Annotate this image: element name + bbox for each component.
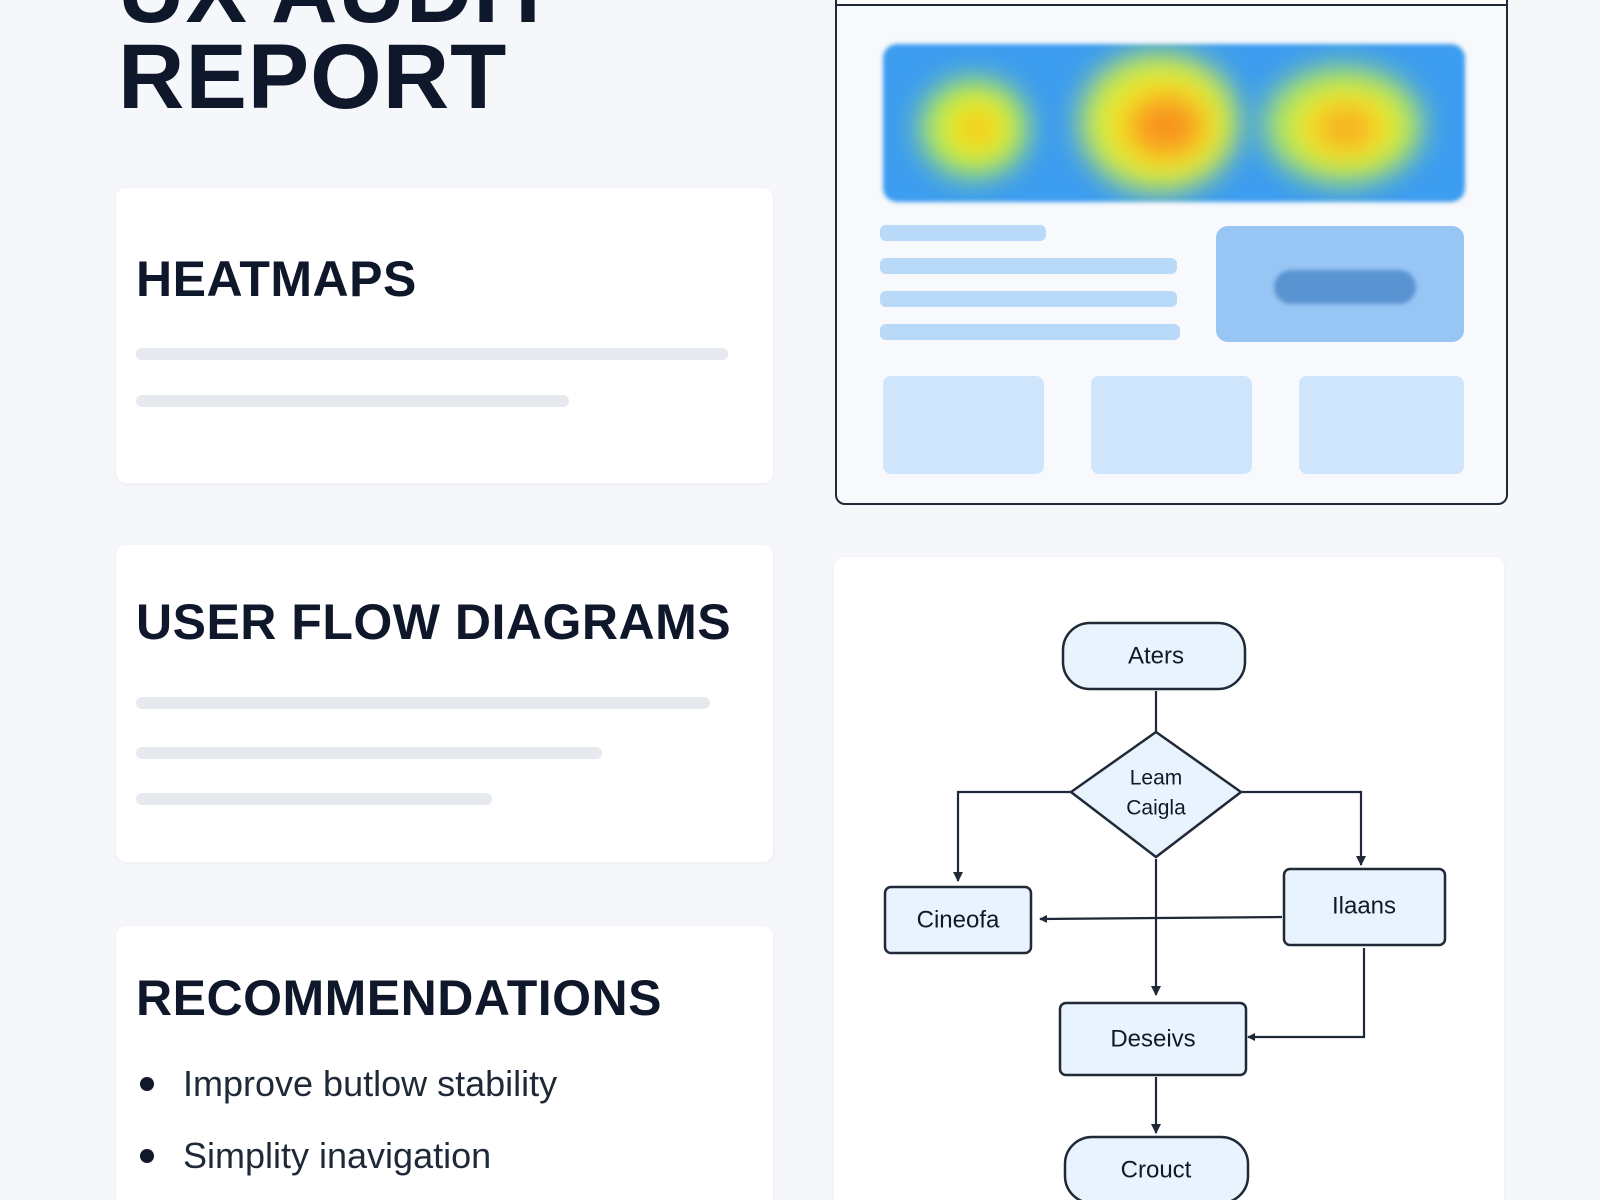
flow-node-start-label: Aters xyxy=(1128,642,1184,669)
user-flow-card: USER FLOW DIAGRAMS xyxy=(116,545,773,862)
mockup-text-line xyxy=(880,258,1177,274)
mockup-browser-bar xyxy=(837,0,1506,6)
recommendation-label: Simplity inavigation xyxy=(183,1135,492,1176)
flow-connector xyxy=(1240,790,1366,866)
heatmap-hero-area xyxy=(883,44,1465,202)
flow-node-start: Aters xyxy=(1061,621,1247,691)
recommendation-item: Improve butlow stability xyxy=(136,1066,557,1138)
heat-spot xyxy=(1129,96,1203,156)
heatmap-mockup xyxy=(835,0,1508,505)
skeleton-text-line xyxy=(136,348,728,360)
mockup-tile xyxy=(883,376,1044,474)
mockup-text-line xyxy=(880,225,1046,241)
flow-connector xyxy=(953,790,1072,882)
recommendation-item: Simplity inavigation xyxy=(136,1138,557,1200)
flow-node-left: Cineofa xyxy=(883,885,1033,955)
skeleton-text-line xyxy=(136,697,710,709)
mockup-cta-block xyxy=(1216,226,1464,342)
mockup-text-line xyxy=(880,291,1177,307)
recommendations-card: RECOMMENDATIONS Improve butlow stability… xyxy=(116,926,773,1200)
bullet-icon xyxy=(140,1077,154,1091)
skeleton-text-line xyxy=(136,793,492,805)
mockup-text-line xyxy=(880,324,1180,340)
flow-node-decision-label-1: Leam xyxy=(1130,767,1183,790)
flow-node-right: Ilaans xyxy=(1282,867,1447,947)
flow-connector xyxy=(1247,948,1366,1041)
bullet-icon xyxy=(140,1149,154,1163)
flow-diagram: Aters Leam Caigla Cineofa Ilaans Des xyxy=(883,621,1447,1200)
skeleton-text-line xyxy=(136,395,569,407)
flow-node-end: Crouct xyxy=(1063,1135,1250,1200)
recommendation-label: Improve butlow stability xyxy=(183,1063,558,1104)
heatmaps-heading: HEATMAPS xyxy=(136,251,417,307)
skeleton-text-line xyxy=(136,747,602,759)
report-title-line-2: REPORT xyxy=(118,26,508,128)
flow-node-decision: Leam Caigla xyxy=(1068,730,1244,859)
recommendations-list: Improve butlow stability Simplity inavig… xyxy=(136,1066,557,1200)
mockup-cta-button xyxy=(1274,270,1416,304)
heat-spot xyxy=(1315,106,1377,150)
flow-connector xyxy=(1039,914,1283,923)
report-title: UX AUDIT REPORT xyxy=(118,0,557,128)
flow-node-middle-label: Deseivs xyxy=(1110,1025,1195,1052)
mockup-tile xyxy=(1299,376,1464,474)
heatmaps-card: HEATMAPS xyxy=(116,188,773,483)
flow-node-middle: Deseivs xyxy=(1058,1001,1248,1077)
flow-node-right-label: Ilaans xyxy=(1332,892,1396,919)
mockup-tile xyxy=(1091,376,1252,474)
report-title-line-1: UX AUDIT xyxy=(118,0,557,37)
flow-node-left-label: Cineofa xyxy=(917,906,1000,933)
flow-node-end-label: Crouct xyxy=(1121,1156,1192,1183)
recommendations-heading: RECOMMENDATIONS xyxy=(136,970,663,1026)
user-flow-heading: USER FLOW DIAGRAMS xyxy=(136,594,732,650)
heat-spot xyxy=(961,114,993,144)
flow-node-decision-label-2: Caigla xyxy=(1126,797,1186,820)
flow-diagram-card: Aters Leam Caigla Cineofa Ilaans Des xyxy=(834,557,1504,1200)
